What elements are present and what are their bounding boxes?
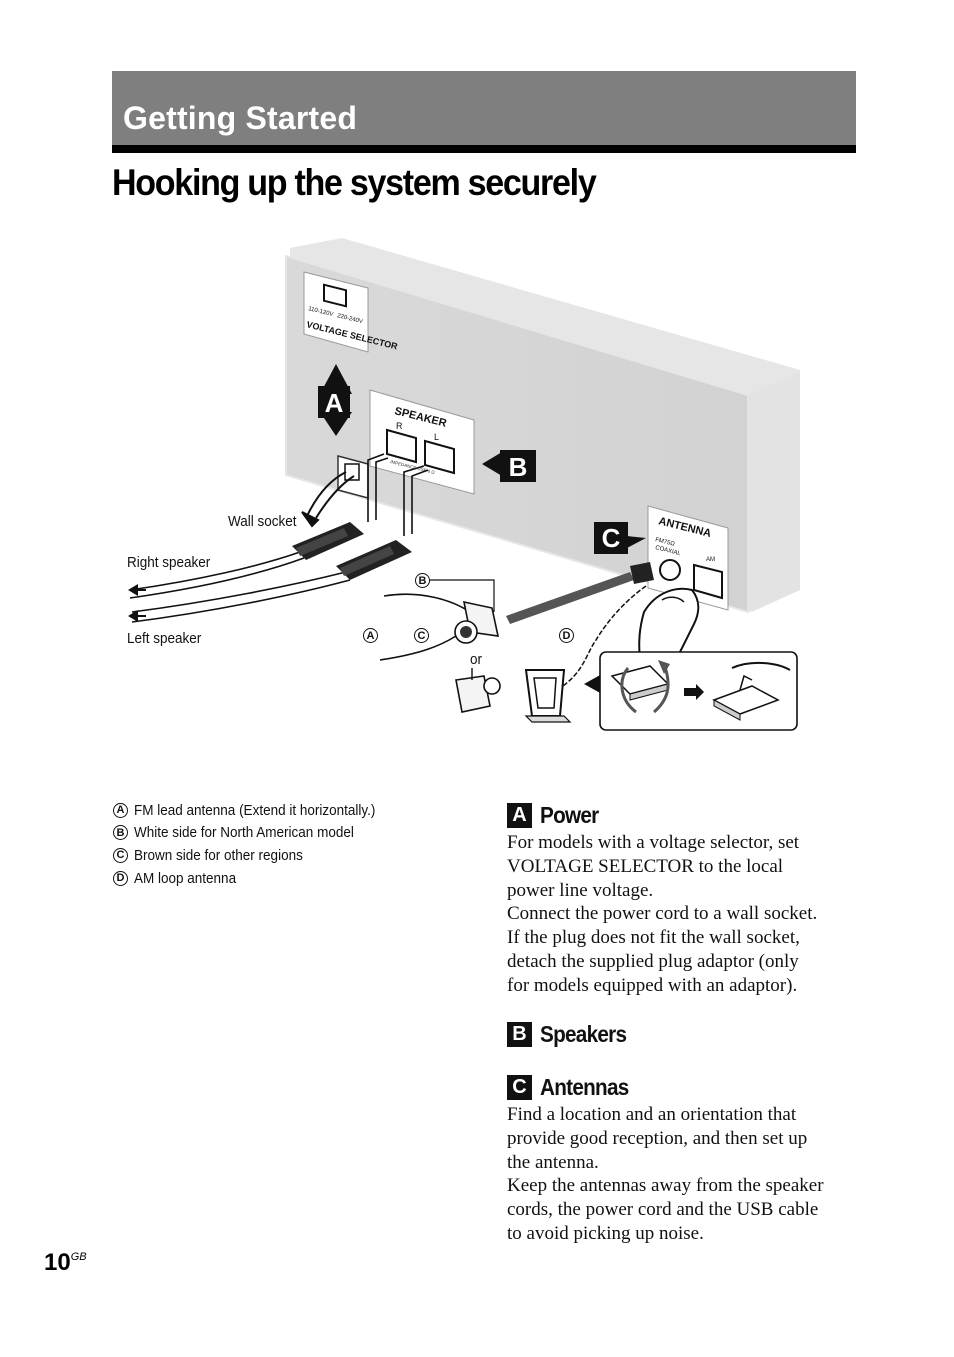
marker-c: C xyxy=(594,522,646,554)
antennas-line: Find a location and an orientation that xyxy=(507,1104,797,1125)
antennas-line: provide good reception, and then set up xyxy=(507,1127,808,1149)
figure-legend: A FM lead antenna (Extend it horizontall… xyxy=(113,799,402,889)
power-section: A Power For models with a voltage select… xyxy=(507,801,857,998)
antennas-letter-badge: C xyxy=(507,1074,532,1100)
legend-item: B White side for North American model xyxy=(113,822,402,845)
fm-antenna xyxy=(379,562,654,661)
wall-socket-label: Wall socket xyxy=(228,513,297,530)
section-title: Getting Started xyxy=(123,100,358,136)
marker-c-letter: C xyxy=(602,523,621,553)
am-stand-detail xyxy=(584,651,798,731)
speaker-cords xyxy=(129,453,429,623)
power-line: For models with a voltage selector, set xyxy=(507,832,800,853)
page-title: Hooking up the system securely xyxy=(112,162,597,203)
marker-b-letter: B xyxy=(509,452,528,482)
legend-letter-c: C xyxy=(113,847,128,863)
connection-diagram: 110-120V 220-240V VOLTAGE SELECTOR A SPE… xyxy=(128,238,800,731)
power-letter-badge: A xyxy=(507,802,532,828)
speaker-direction-arrows xyxy=(128,584,146,622)
legend-text: Brown side for other regions xyxy=(134,846,303,864)
power-text: For models with a voltage selector, set … xyxy=(507,831,857,998)
legend-letter-d: D xyxy=(113,870,128,886)
section-band xyxy=(112,71,856,145)
antennas-line: cords, the power cord and the USB cable xyxy=(507,1199,819,1221)
page-number: 10GB xyxy=(44,1249,87,1277)
power-line: Connect the power cord to a wall socket. xyxy=(507,903,818,925)
page-number-value: 10 xyxy=(44,1249,71,1276)
am-panel-label: AM xyxy=(706,557,715,563)
legend-item: D AM loop antenna xyxy=(113,867,402,890)
speakers-section: B Speakers xyxy=(507,1020,857,1048)
antennas-line: to avoid picking up noise. xyxy=(507,1222,704,1244)
marker-a: A xyxy=(318,364,352,436)
power-line: If the plug does not fit the wall socket… xyxy=(507,927,800,949)
voltage-selector-plate: 110-120V 220-240V VOLTAGE SELECTOR xyxy=(303,271,399,353)
antennas-heading: Antennas xyxy=(540,1073,629,1100)
speaker-terminal-plate: SPEAKER R L IMPEDANCE USE 6 Ω xyxy=(369,389,475,495)
marker-b: B xyxy=(482,450,536,482)
marker-a-letter: A xyxy=(325,388,344,418)
legend-item: A FM lead antenna (Extend it horizontall… xyxy=(113,799,402,822)
ref-d-marker: D xyxy=(559,628,574,643)
power-line: power line voltage. xyxy=(507,879,654,901)
speaker-r-label: R xyxy=(396,421,403,431)
legend-text: AM loop antenna xyxy=(134,869,237,887)
legend-text: FM lead antenna (Extend it horizontally.… xyxy=(134,801,376,819)
power-line: for models equipped with an adaptor). xyxy=(507,974,798,996)
antennas-text: Find a location and an orientation that … xyxy=(507,1103,857,1246)
power-line: detach the supplied plug adaptor (only xyxy=(507,950,799,972)
legend-letter-a: A xyxy=(113,802,128,818)
section-band-rule xyxy=(112,145,856,153)
legend-text: White side for North American model xyxy=(134,824,354,842)
or-label: or xyxy=(470,651,483,668)
antennas-line: Keep the antennas away from the speaker xyxy=(507,1175,824,1197)
ref-c-marker: C xyxy=(414,628,429,643)
ref-b-marker: B xyxy=(415,573,430,588)
hand-illustration xyxy=(638,587,700,661)
right-speaker-label: Right speaker xyxy=(127,554,211,571)
speakers-heading: Speakers xyxy=(540,1020,627,1047)
speakers-letter-badge: B xyxy=(507,1021,532,1047)
ref-a-marker: A xyxy=(363,628,378,643)
legend-letter-b: B xyxy=(113,825,128,841)
fm-connector-alt xyxy=(455,668,501,713)
speaker-plugs xyxy=(292,522,412,580)
fm-panel-label: FM75Ω xyxy=(655,537,676,548)
speaker-l-label: L xyxy=(434,432,439,442)
left-speaker-label: Left speaker xyxy=(127,630,202,647)
legend-item: C Brown side for other regions xyxy=(113,844,402,867)
antennas-line: the antenna. xyxy=(507,1151,599,1173)
power-heading: Power xyxy=(540,801,599,828)
power-cord xyxy=(301,471,355,528)
page-number-suffix: GB xyxy=(70,1251,87,1263)
am-loop-antenna xyxy=(524,585,647,723)
power-line: VOLTAGE SELECTOR to the local xyxy=(507,855,784,877)
antennas-section: C Antennas Find a location and an orient… xyxy=(507,1073,857,1246)
